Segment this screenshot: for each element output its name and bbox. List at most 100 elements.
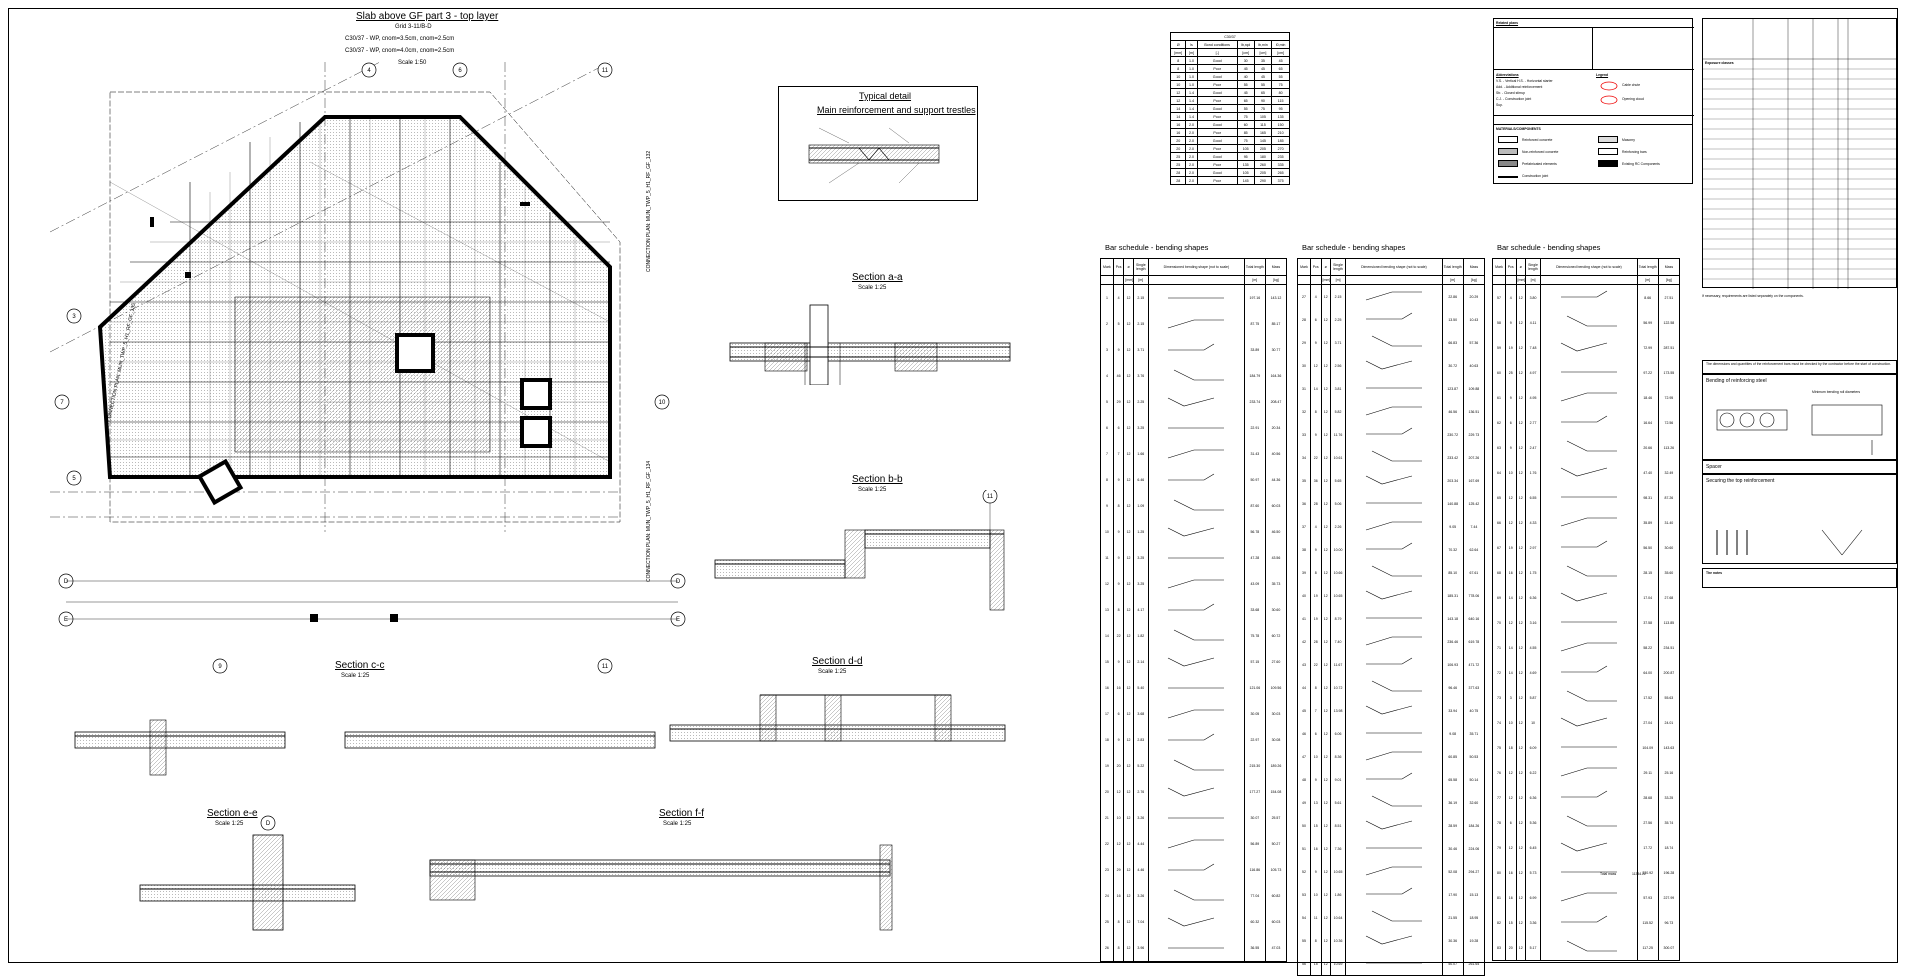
table-cell: 15.13 — [1462, 883, 1486, 906]
table-cell: 33.94 — [1441, 699, 1464, 722]
legend-panel: Related plans Abbreviations V.S. - Verti… — [1493, 18, 1694, 125]
table-cell: 55 — [1271, 72, 1290, 81]
bending-shape-icon — [1371, 450, 1422, 462]
table-cell: 10.65 — [1329, 860, 1347, 883]
table-cell: 53 — [1297, 883, 1311, 906]
lap-header: ls — [1185, 40, 1198, 49]
bending-shape-icon — [1365, 360, 1412, 370]
table-cell: 12 — [1320, 883, 1331, 906]
table-cell: 15 — [1309, 952, 1322, 976]
table-cell: 47 — [1297, 745, 1311, 768]
bar-schedule-unit: [kg] — [1657, 275, 1681, 285]
table-cell: 27.04 — [1636, 710, 1659, 735]
table-cell: 57.93 — [1636, 885, 1659, 910]
table-cell: 3.80 — [1524, 284, 1542, 310]
table-cell: 7 — [1309, 699, 1322, 722]
table-cell: 3.36 — [1524, 910, 1542, 935]
table-cell: 12 — [1515, 585, 1526, 610]
table-cell: 4 — [1100, 363, 1114, 389]
table-cell: 208.47 — [1264, 389, 1288, 415]
table-cell: 8 — [1112, 597, 1125, 623]
bending-shape — [1147, 337, 1245, 363]
bar-schedule-unit — [1504, 275, 1517, 285]
table-cell: 12 — [1123, 935, 1134, 962]
bending-shape-icon — [1174, 499, 1225, 510]
bending-shape — [1540, 485, 1638, 510]
table-cell: Poor — [1196, 64, 1238, 73]
bending-shape-icon — [1365, 427, 1413, 435]
table-cell: 22.97 — [1243, 727, 1266, 753]
table-cell: 19 — [1309, 584, 1322, 607]
bending-rollers-drawing — [1716, 404, 1883, 455]
bending-shape-icon — [1365, 406, 1422, 416]
legend-label: Legend — [1596, 73, 1609, 77]
table-cell: 125.42 — [1462, 492, 1486, 515]
lap-header: lb,rqd — [1236, 40, 1255, 49]
table-cell: 19.28 — [1462, 929, 1486, 952]
bending-shape-icon — [1365, 387, 1422, 389]
table-cell: 6 — [1309, 308, 1322, 331]
table-cell: 25 — [1169, 152, 1187, 161]
bending-shape — [1147, 311, 1245, 337]
section-ff-scale: Scale 1:25 — [663, 821, 692, 827]
table-cell: 335 — [1271, 160, 1290, 169]
bending-shape — [1345, 354, 1443, 377]
table-cell: 143.63 — [1657, 735, 1681, 760]
table-cell: 4 — [1504, 284, 1517, 310]
table-cell: 12 — [1515, 435, 1526, 460]
bending-shape — [1540, 385, 1638, 410]
table-cell: 12 — [1320, 837, 1331, 860]
bending-shape-icon — [1365, 962, 1422, 964]
bending-shape — [1345, 607, 1443, 630]
table-cell: 12 — [1112, 831, 1125, 857]
table-cell: 30.60 — [1657, 535, 1681, 560]
table-cell: 109.88 — [1462, 377, 1486, 400]
table-cell: 10.00 — [1329, 538, 1347, 561]
table-cell: 9 — [1112, 727, 1125, 753]
bending-shape-icon — [1560, 790, 1608, 798]
table-cell: 7.36 — [1329, 837, 1347, 860]
table-cell: 96.73 — [1657, 910, 1681, 935]
table-cell: 18 — [1100, 727, 1114, 753]
table-cell: 60.82 — [1264, 883, 1288, 909]
bending-shape — [1345, 331, 1443, 354]
table-cell: 20.34 — [1264, 415, 1288, 441]
table-cell: 5.40 — [1132, 675, 1149, 701]
bending-shape — [1540, 910, 1638, 935]
table-cell: 3.81 — [1329, 377, 1347, 400]
svg-text:E: E — [64, 617, 68, 623]
table-cell: 16 — [1100, 675, 1114, 701]
table-cell: Good — [1196, 104, 1238, 113]
bending-shape — [1345, 538, 1443, 561]
section-dd-scale: Scale 1:25 — [818, 669, 847, 675]
table-cell: 3.25 — [1132, 415, 1149, 441]
table-cell: 1.4 — [1185, 88, 1198, 97]
table-cell: 9 — [1309, 331, 1322, 354]
table-cell: 65.58 — [1441, 768, 1464, 791]
table-cell: 11.67 — [1329, 653, 1347, 676]
bending-shape-icon — [1365, 590, 1412, 600]
table-cell: 294.27 — [1462, 860, 1486, 883]
table-cell: 56 — [1297, 952, 1311, 976]
bar-schedule-unit: [m] — [1524, 275, 1542, 285]
bending-shape — [1147, 545, 1245, 571]
table-cell: 12 — [1515, 685, 1526, 710]
table-cell: 12 — [1515, 485, 1526, 510]
table-cell: 40 — [1297, 584, 1311, 607]
table-cell: 29.11 — [1636, 760, 1659, 785]
table-cell: 12 — [1320, 814, 1331, 837]
table-cell: 10 — [1504, 460, 1517, 485]
